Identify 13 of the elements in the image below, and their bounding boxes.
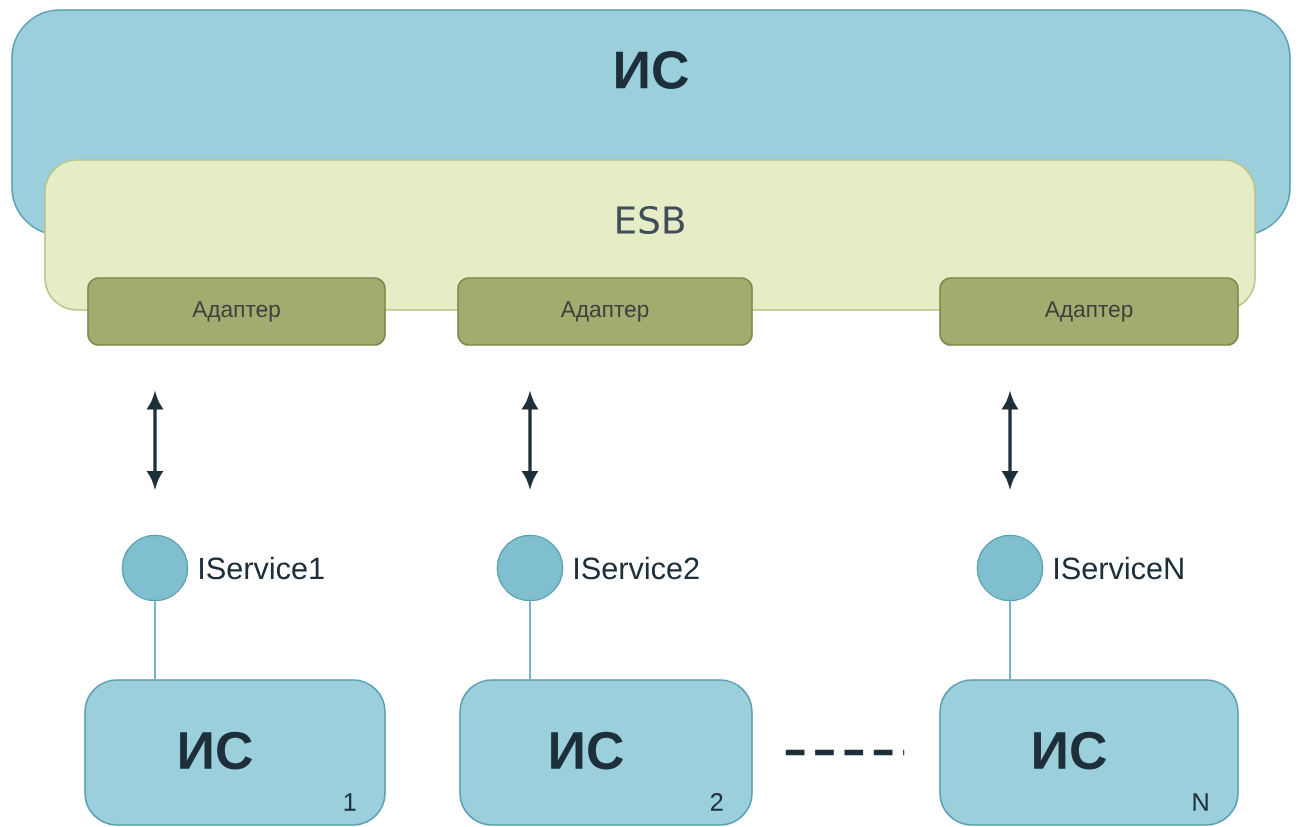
adapter-box: Адаптер bbox=[457, 277, 753, 346]
subscript-number: 2 bbox=[710, 793, 723, 811]
subscript-number: N bbox=[1193, 793, 1208, 811]
adapter-box: Адаптер bbox=[87, 277, 386, 346]
interface-label: IService1 bbox=[200, 556, 324, 580]
interface-label: IService2 bbox=[575, 556, 699, 580]
connector-line bbox=[154, 600, 156, 680]
connector-line bbox=[529, 600, 531, 680]
connector-line bbox=[1009, 600, 1011, 680]
subscript-number: 1 bbox=[344, 793, 356, 811]
interface-label: IServiceN bbox=[1055, 556, 1183, 580]
ellipsis-dashes bbox=[785, 749, 905, 756]
adapter-box: Адаптер bbox=[939, 277, 1239, 346]
